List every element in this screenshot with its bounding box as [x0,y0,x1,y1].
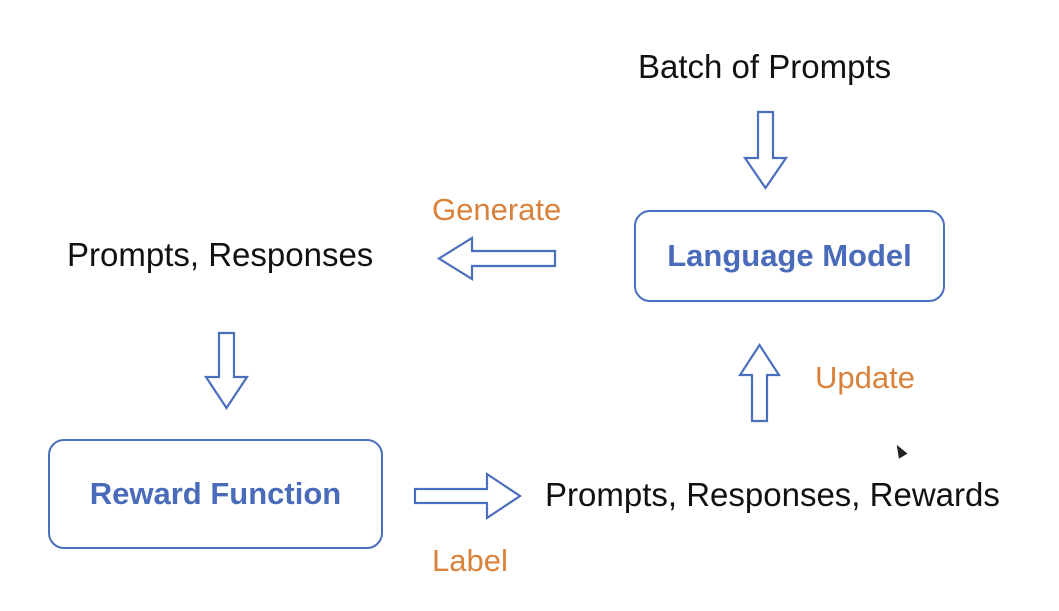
label-edge-label: Label [432,543,508,578]
reward-function-label: Reward Function [89,476,342,511]
arrow-right-label [413,471,522,521]
arrow-down-to-reward-function [203,331,250,410]
arrow-up-update [737,342,782,423]
arrow-left-generate [436,236,557,281]
generate-edge-label: Generate [432,192,562,227]
prompts-responses-label: Prompts, Responses [67,236,374,273]
language-model-label: Language Model [667,238,912,273]
update-edge-label: Update [815,360,915,395]
prompts-responses-rewards-label: Prompts, Responses, Rewards [545,476,1000,513]
reward-function-box: Reward Function [48,439,383,549]
batch-of-prompts-label: Batch of Prompts [638,48,892,85]
language-model-box: Language Model [634,210,945,302]
arrow-down-to-language-model [742,110,789,190]
